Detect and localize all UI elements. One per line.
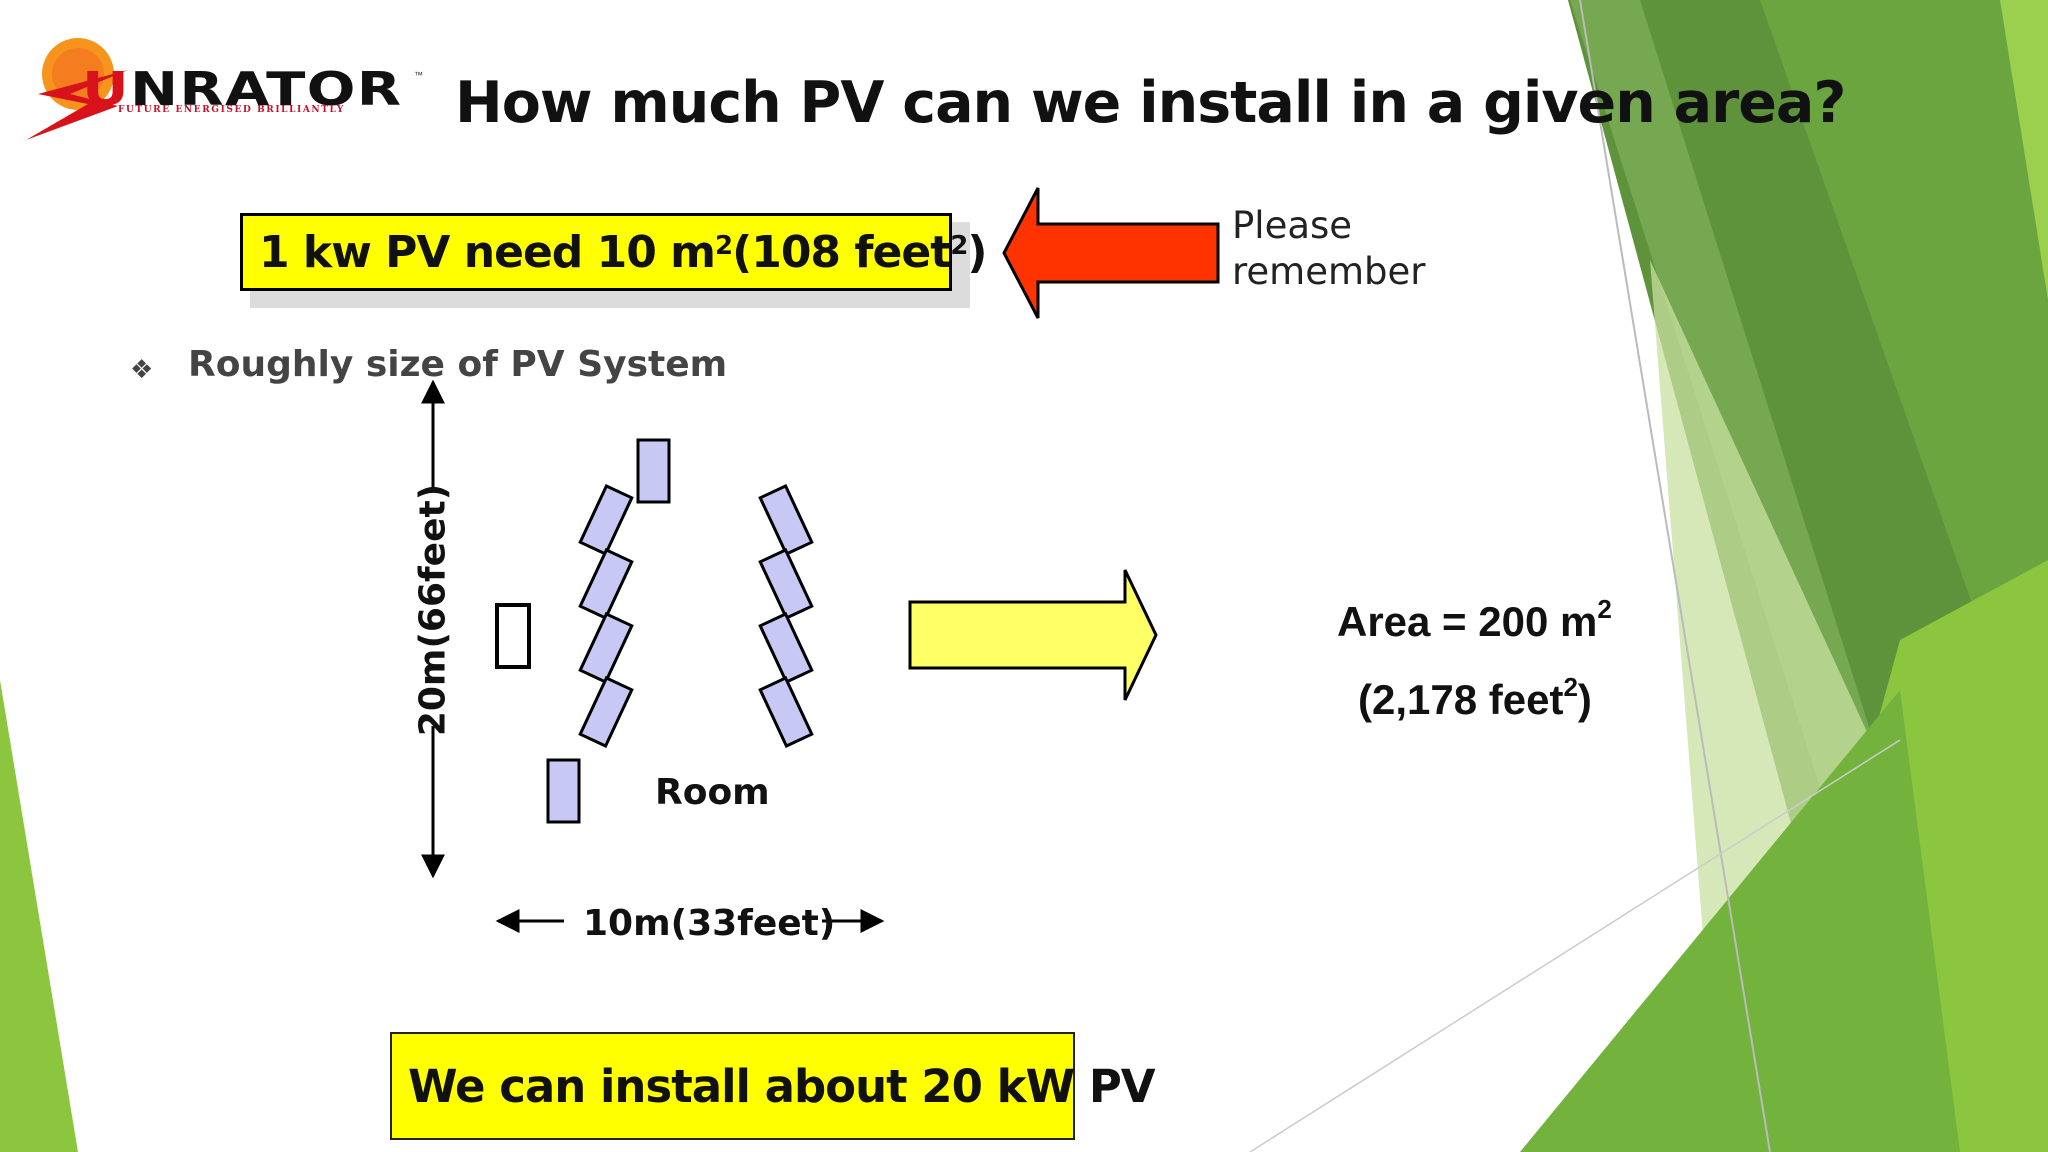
bullet-text: Roughly size of PV System [188,344,728,385]
pv-panel [578,547,634,621]
pv-panel [758,547,814,621]
rule-sup-2: 2 [950,231,968,261]
pv-panel [758,675,814,749]
logo-wordmark: UNRATOR [82,62,403,116]
rule-sup-1: 2 [715,231,733,261]
pv-layout-diagram [421,379,1158,933]
area-imperial: (2,178 feet2) [1358,672,1592,723]
pv-panel [578,611,634,685]
rule-text-part1: 1 kw PV need 10 m [259,226,716,278]
structure-rect [495,603,531,669]
green-facet-lower [1520,690,1960,1152]
pv-panel [578,483,634,557]
rule-text-part2: (108 feet [732,226,951,278]
result-box: We can install about 20 kW PV [390,1032,1156,1140]
green-facet-left [0,680,78,1152]
room-label: Room [655,772,770,813]
logo-tagline: FUTURE ENERGISED BRILLIANTLY [118,105,345,115]
result-text: We can install about 20 kW PV [408,1059,1156,1113]
diamond-bullet-icon: ❖ [130,354,154,384]
pv-panel [636,438,671,504]
pv-panel [758,611,814,685]
rule-text-part3: ) [967,226,987,278]
width-dimension-label: 10m(33feet) [583,903,836,944]
area-metric: Area = 200 m2 [1337,594,1612,645]
guide-line-1 [1579,0,1771,1152]
slide-title: How much PV can we install in a given ar… [455,70,1846,136]
pv-panel [758,483,814,557]
pv-panel [578,675,634,749]
logo-mark-icon [26,38,128,140]
guide-line-2 [1249,739,1901,1152]
pv-panel [546,758,581,824]
red-left-arrow-icon [1002,187,1220,319]
green-facet-corner [2000,0,2048,300]
reminder-line-2: remember [1232,250,1426,293]
reminder-line-1: Please [1232,204,1353,247]
logo-trademark: ™ [414,70,423,80]
yellow-right-arrow-icon [908,569,1158,701]
reminder-note: Please remember [1232,203,1425,295]
height-dimension-label: 20m(66feet) [412,483,454,737]
